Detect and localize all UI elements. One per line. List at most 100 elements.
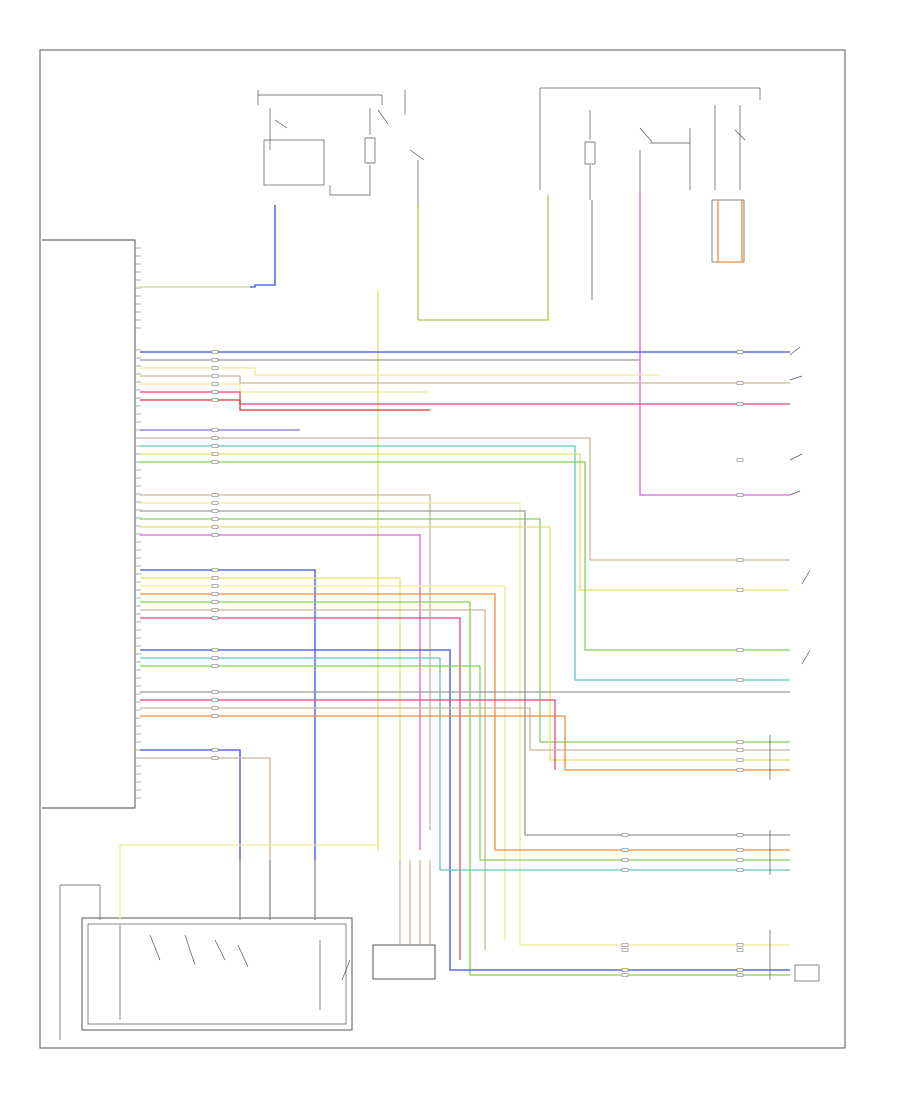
- connector-mark: [211, 576, 219, 580]
- wire-row-23: [140, 601, 790, 976]
- right-connector-mark: [736, 588, 744, 592]
- mid-connector-mark: [621, 848, 629, 852]
- wire-row-18: [140, 534, 421, 850]
- main-control-module: [42, 239, 136, 809]
- connector-mark: [211, 616, 219, 620]
- wire-row-21: [140, 585, 506, 940]
- wire-gray-drops: [239, 860, 316, 920]
- connector-mark: [211, 584, 219, 588]
- right-components: [769, 346, 820, 982]
- connector-mark: [211, 656, 219, 660]
- right-connector-mark: [736, 648, 744, 652]
- wire-row-7: [140, 399, 430, 411]
- wire-row-9: [140, 437, 790, 561]
- wire-row-32: [140, 715, 790, 771]
- wire-row-34: [140, 757, 271, 860]
- connector-mark: [211, 592, 219, 596]
- wire-row-17: [140, 526, 790, 761]
- connector-mark: [211, 533, 219, 537]
- wire-row-12: [140, 461, 790, 651]
- connector-mark: [211, 608, 219, 612]
- connector-mark: [211, 664, 219, 668]
- mid-connector-mark: [621, 943, 629, 947]
- right-connector-mark: [736, 968, 744, 972]
- fuse-area-left: [257, 90, 425, 205]
- diagram-frame: [39, 49, 846, 1049]
- wire-row-4: [140, 375, 790, 384]
- wire-row-28: [140, 665, 790, 861]
- mid-connector-mark: [621, 973, 629, 977]
- wire-blue-top: [140, 205, 276, 288]
- wire-row-15: [140, 510, 790, 836]
- connector-mark: [211, 382, 219, 386]
- connector-mark: [211, 374, 219, 378]
- bottom-switch-block: [81, 917, 353, 1031]
- connector-mark: [211, 366, 219, 370]
- right-connector-mark: [736, 381, 744, 385]
- connector-mark: [211, 517, 219, 521]
- connector-mark: [211, 525, 219, 529]
- wire-row-31: [140, 707, 790, 751]
- wire-row-19: [140, 569, 316, 860]
- wire-olive-top: [417, 195, 549, 321]
- right-connector-mark: [736, 758, 744, 762]
- wire-row-13: [140, 494, 431, 830]
- connector-mark: [211, 698, 219, 702]
- module-pin-ticks: [135, 247, 141, 799]
- mid-connector-mark: [621, 833, 629, 837]
- connector-mark: [211, 493, 219, 497]
- right-connector-mark: [736, 740, 744, 744]
- wire-magenta-right: [639, 190, 790, 496]
- right-connector-mark: [736, 350, 744, 354]
- wire-row-10: [140, 445, 790, 681]
- wire-row-30: [140, 699, 556, 770]
- right-connector-mark: [736, 858, 744, 862]
- right-connector-mark: [736, 848, 744, 852]
- connector-mark: [211, 350, 219, 354]
- connector-mark: [211, 436, 219, 440]
- fuse-area-right: [539, 87, 761, 263]
- wire-row-25: [140, 617, 461, 960]
- connector-mark: [211, 600, 219, 604]
- wire-row-3: [140, 367, 660, 376]
- right-connector-mark: [736, 748, 744, 752]
- right-connector-mark: [736, 493, 744, 497]
- wire-row-33: [140, 749, 241, 860]
- wire-row-16: [140, 518, 790, 743]
- connector-mark: [211, 509, 219, 513]
- mid-connector-mark: [621, 858, 629, 862]
- right-connector-mark: [736, 678, 744, 682]
- connector-mark: [211, 460, 219, 464]
- wire-switch-feed: [399, 860, 431, 945]
- connector-mark: [211, 444, 219, 448]
- wire-row-20: [140, 577, 401, 860]
- wire-row-24: [140, 609, 486, 950]
- right-connector-mark: [736, 558, 744, 562]
- connector-marks: [211, 350, 744, 977]
- wire-row-14: [140, 502, 790, 946]
- right-connector-mark: [736, 943, 744, 947]
- bottom-right-switch-box: [372, 944, 436, 980]
- right-connector-mark: [736, 458, 744, 462]
- wire-row-27: [140, 657, 790, 871]
- connector-mark: [211, 452, 219, 456]
- wire-row-6: [140, 391, 790, 405]
- connector-mark: [211, 706, 219, 710]
- connector-mark: [211, 501, 219, 505]
- wire-harness: [119, 190, 790, 976]
- connector-mark: [211, 568, 219, 572]
- mid-connector-mark: [621, 968, 629, 972]
- connector-mark: [211, 690, 219, 694]
- right-connector-mark: [736, 868, 744, 872]
- mid-connector-mark: [621, 948, 629, 952]
- right-connector-mark: [736, 402, 744, 406]
- connector-mark: [211, 398, 219, 402]
- right-connector-mark: [736, 768, 744, 772]
- wire-orange-relay: [717, 200, 743, 263]
- connector-mark: [211, 756, 219, 760]
- mid-connector-mark: [621, 868, 629, 872]
- connector-mark: [211, 648, 219, 652]
- connector-mark: [211, 390, 219, 394]
- connector-mark: [211, 714, 219, 718]
